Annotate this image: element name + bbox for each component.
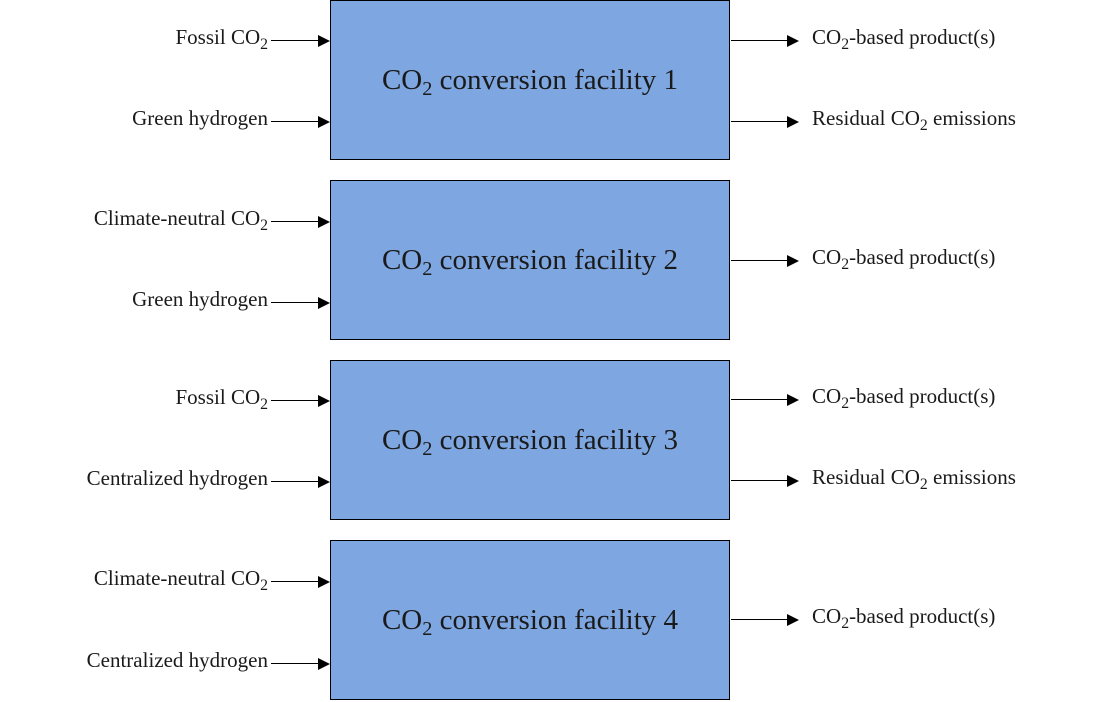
facility-1-input-2-label: Green hydrogen [132, 105, 268, 130]
facility-2-label: CO2 conversion facility 2 [381, 243, 679, 280]
facility-1-output-1-label: CO2-based product(s) [812, 24, 996, 54]
facility-4-input-2-label: Centralized hydrogen [86, 647, 268, 672]
facility-1-output-1-arrow [731, 33, 799, 49]
facility-2-box: CO2 conversion facility 2 [330, 180, 730, 340]
facility-3-output-1-arrow [731, 392, 799, 408]
facility-2-input-2-arrow [271, 295, 330, 311]
facility-1-box: CO2 conversion facility 1 [330, 0, 730, 160]
facility-1-input-1-arrow [271, 33, 330, 49]
facility-3-input-2-arrow [271, 474, 330, 490]
facility-2-input-2-label: Green hydrogen [132, 286, 268, 311]
facility-3-input-1-arrow [271, 393, 330, 409]
facility-4-output-1-label: CO2-based product(s) [812, 603, 996, 633]
facility-4-input-1-label: Climate-neutral CO2 [93, 565, 268, 595]
facility-4-input-2-arrow [271, 656, 330, 672]
facility-2-input-1-arrow [271, 214, 330, 230]
facility-1-label: CO2 conversion facility 1 [381, 63, 679, 100]
facility-1-input-1-label: Fossil CO2 [175, 24, 269, 54]
facility-3-output-2-arrow [731, 473, 799, 489]
facility-3-output-1-label: CO2-based product(s) [812, 383, 996, 413]
facility-4-label: CO2 conversion facility 4 [381, 603, 679, 640]
facility-2-input-1-label: Climate-neutral CO2 [93, 205, 268, 235]
facility-1-output-2-label: Residual CO2 emissions [812, 105, 1016, 135]
facility-1-output-2-arrow [731, 114, 799, 130]
facility-1-input-2-arrow [271, 114, 330, 130]
facility-2-output-1-arrow [731, 253, 799, 269]
facility-3-input-1-label: Fossil CO2 [175, 384, 269, 414]
facility-3-box: CO2 conversion facility 3 [330, 360, 730, 520]
facility-2-output-1-label: CO2-based product(s) [812, 244, 996, 274]
facility-4-output-1-arrow [731, 612, 799, 628]
facility-4-input-1-arrow [271, 574, 330, 590]
facility-3-output-2-label: Residual CO2 emissions [812, 464, 1016, 494]
facility-4-box: CO2 conversion facility 4 [330, 540, 730, 700]
facility-3-input-2-label: Centralized hydrogen [86, 465, 268, 490]
facility-3-label: CO2 conversion facility 3 [381, 423, 679, 460]
